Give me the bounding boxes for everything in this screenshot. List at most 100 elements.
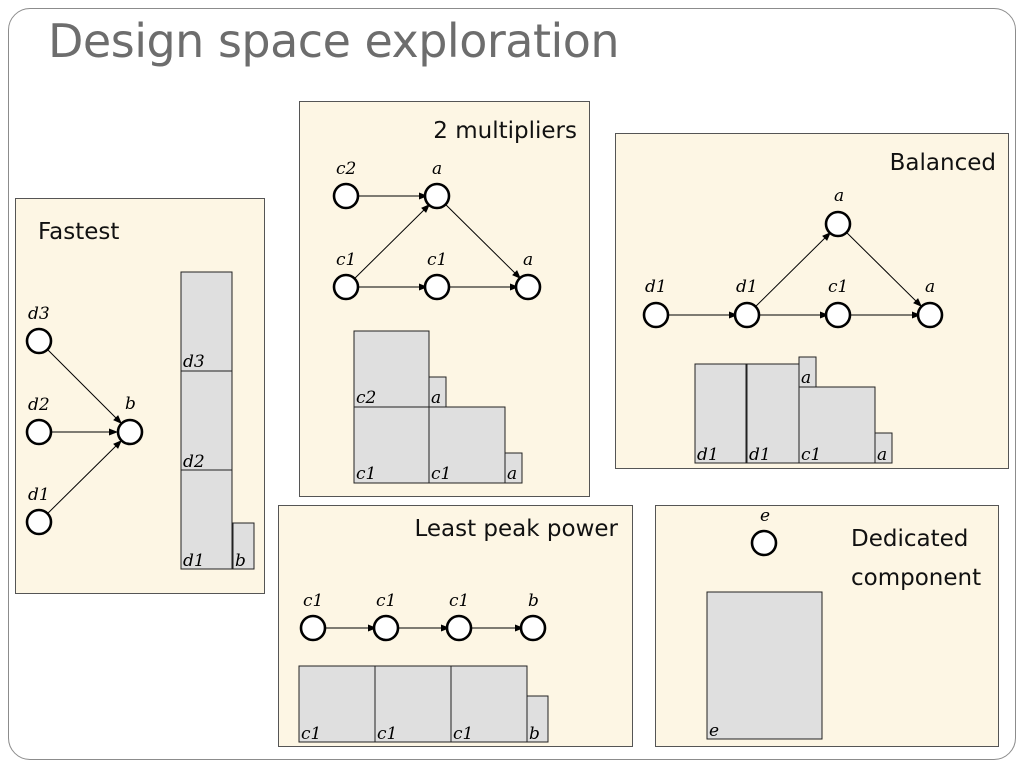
- node-c2: [332, 182, 360, 210]
- node-a: [824, 210, 852, 238]
- panel-fastest: Fastest d3 d2 d1 b d3 d2 d1 b: [15, 198, 265, 594]
- panel-dedicated-title-line2: component: [851, 565, 982, 591]
- arrowhead: [820, 311, 829, 319]
- block-label: c1: [453, 724, 473, 744]
- panel-balanced-title: Balanced: [889, 150, 996, 176]
- node-label: a: [523, 250, 533, 270]
- node-d3: [25, 327, 53, 355]
- node-label: b: [125, 394, 136, 414]
- node-e: [750, 529, 778, 557]
- node-c1: [332, 273, 360, 301]
- arrowhead: [512, 270, 521, 279]
- block-label: d2: [183, 452, 205, 472]
- node-b: [116, 418, 144, 446]
- block-b: [526, 695, 549, 743]
- arrowhead: [419, 192, 428, 200]
- node-label: e: [760, 506, 770, 526]
- block-c1: [450, 665, 528, 743]
- block-e: [706, 591, 823, 740]
- block-label: b: [529, 724, 540, 744]
- node-a: [423, 182, 451, 210]
- node-label: d1: [736, 277, 758, 297]
- node-a: [514, 273, 542, 301]
- arrowhead: [913, 298, 922, 307]
- node-label: d2: [28, 395, 50, 415]
- node-d1: [642, 301, 670, 329]
- arrowhead: [113, 440, 122, 449]
- block-label: c1: [356, 464, 376, 484]
- edge-a-a: [436, 195, 522, 280]
- block-label: b: [235, 551, 246, 571]
- block-label: c1: [431, 464, 451, 484]
- arrowhead: [822, 232, 831, 241]
- block-d2: [180, 370, 233, 471]
- edge-a-a: [837, 223, 923, 308]
- edge-d1-a: [746, 231, 832, 316]
- block-b: [232, 522, 255, 570]
- arrowhead: [419, 283, 428, 291]
- panel-fastest-title: Fastest: [38, 219, 120, 245]
- block-label: e: [709, 721, 719, 741]
- balanced-diagram: a d1 d1 c1 a d1 d1 a c1 a: [642, 186, 944, 465]
- block-label: a: [877, 445, 887, 465]
- node-label: b: [528, 591, 539, 611]
- node-label: a: [925, 277, 935, 297]
- node-a: [916, 301, 944, 329]
- arrowhead: [441, 624, 450, 632]
- block-label: a: [507, 464, 517, 484]
- node-label: c1: [303, 591, 323, 611]
- edge-d1-b: [38, 439, 123, 523]
- node-label: d1: [28, 485, 50, 505]
- node-b: [519, 614, 547, 642]
- block-d1: [180, 469, 233, 570]
- arrowhead: [729, 311, 738, 319]
- edge-c1-a: [345, 203, 431, 288]
- panel-two-multipliers-title: 2 multipliers: [433, 118, 577, 144]
- panel-least-peak-power: Least peak power c1 c1 c1 b c1 c1 c1 b: [278, 505, 633, 747]
- block-label: d1: [183, 551, 205, 571]
- arrowhead: [510, 283, 519, 291]
- arrowhead: [421, 204, 430, 213]
- block-label: d3: [183, 352, 205, 372]
- node-label: c2: [336, 159, 356, 179]
- node-c1: [299, 614, 327, 642]
- block-a: [874, 432, 893, 464]
- two-multipliers-diagram: c2 a c1 c1 a c2 a c1 c1 a: [332, 159, 542, 484]
- arrowhead: [912, 311, 921, 319]
- node-d1: [733, 301, 761, 329]
- node-c1: [423, 273, 451, 301]
- block-label: d1: [749, 445, 771, 465]
- fastest-diagram: d3 d2 d1 b d3 d2 d1 b: [25, 271, 255, 571]
- block-c1: [374, 665, 452, 743]
- panel-balanced: Balanced a d1 d1 c1 a d1 d1 a c1 a: [615, 133, 1009, 469]
- block-c2: [353, 330, 430, 408]
- block-label: c1: [377, 724, 397, 744]
- node-label: c1: [427, 250, 447, 270]
- node-label: c1: [828, 277, 848, 297]
- node-label: d1: [645, 277, 667, 297]
- node-c1: [445, 614, 473, 642]
- edge-d3-b: [38, 340, 123, 425]
- node-label: a: [432, 159, 442, 179]
- block-d1: [694, 363, 747, 464]
- node-d2: [25, 418, 53, 446]
- block-label: a: [431, 388, 441, 408]
- slide-title: Design space exploration: [48, 14, 620, 68]
- node-c1: [824, 301, 852, 329]
- node-label: d3: [28, 304, 50, 324]
- block-d1: [746, 363, 800, 464]
- node-c1: [372, 614, 400, 642]
- panel-least-peak-power-title: Least peak power: [414, 516, 618, 542]
- panel-two-multipliers: 2 multipliers c2 a c1 c1 a c2 a c1 c1 a: [299, 101, 590, 497]
- block-label: c1: [801, 445, 821, 465]
- panel-dedicated-title-line1: Dedicated: [851, 526, 969, 552]
- block-label: d1: [697, 445, 719, 465]
- node-label: c1: [449, 591, 469, 611]
- block-c1: [298, 665, 376, 743]
- block-label: c1: [301, 724, 321, 744]
- arrowhead: [109, 428, 118, 436]
- arrowhead: [515, 624, 524, 632]
- arrowhead: [368, 624, 377, 632]
- arrowhead: [113, 415, 122, 424]
- block-c1: [798, 386, 876, 464]
